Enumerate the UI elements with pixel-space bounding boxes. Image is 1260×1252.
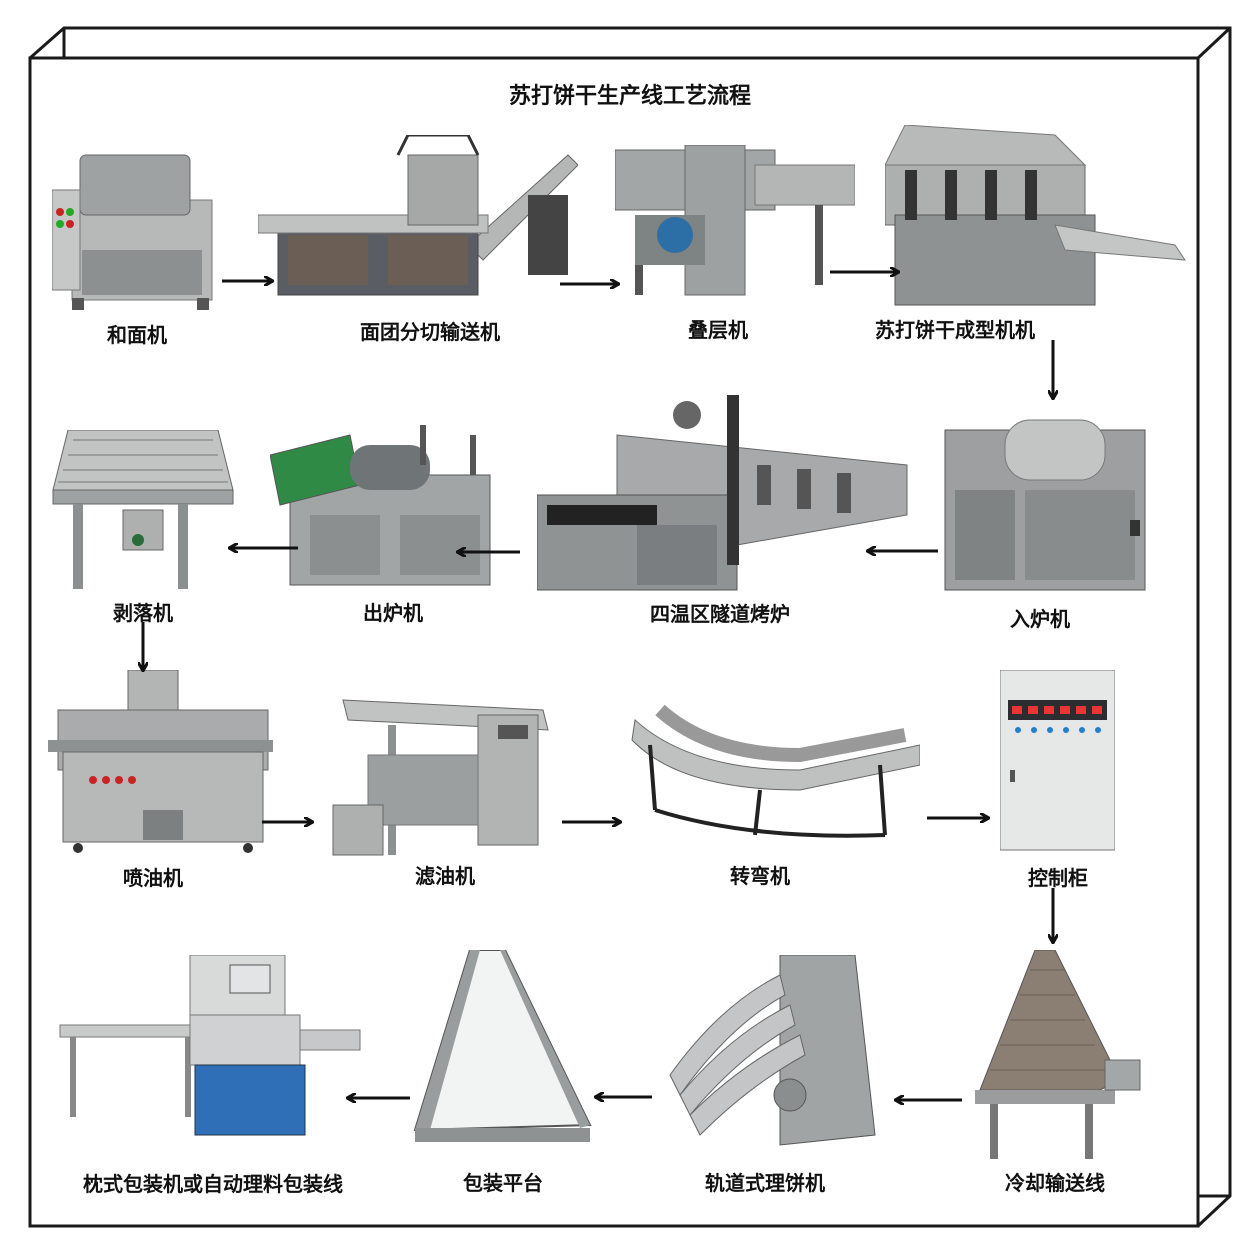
turning-machine-image — [630, 700, 920, 845]
step-label: 剥落机 — [113, 601, 173, 625]
oil-filter-machine-image — [328, 695, 553, 860]
step-label: 和面机 — [107, 323, 167, 347]
step-label: 四温区隧道烤炉 — [650, 602, 790, 626]
step-label: 面团分切输送机 — [360, 320, 500, 344]
control-cabinet-image — [1000, 670, 1115, 855]
dough-cutting-conveyor-image — [258, 135, 578, 310]
laminator-image — [615, 145, 855, 300]
step-label: 叠层机 — [688, 318, 748, 342]
step-label: 滤油机 — [415, 864, 475, 888]
step-label: 包装平台 — [463, 1171, 543, 1195]
step-label: 喷油机 — [123, 866, 183, 890]
step-label: 入炉机 — [1010, 607, 1070, 631]
oven-feeder-image — [935, 410, 1165, 595]
rail-biscuit-sorter-image — [660, 955, 880, 1155]
pillow-packing-machine-image — [55, 955, 365, 1145]
step-label: 轨道式理饼机 — [705, 1171, 825, 1195]
step-label: 苏打饼干成型机机 — [875, 318, 1035, 342]
diagram-title: 苏打饼干生产线工艺流程 — [508, 84, 751, 109]
soda-cracker-forming-machine-image — [885, 125, 1190, 315]
oil-spraying-machine-image — [48, 670, 273, 855]
step-label: 冷却输送线 — [1005, 1171, 1105, 1195]
step-label: 出炉机 — [363, 601, 423, 625]
dough-mixer-image — [52, 150, 222, 315]
step-label: 控制柜 — [1028, 866, 1088, 890]
step-label: 转弯机 — [730, 864, 790, 888]
oven-discharge-machine-image — [270, 425, 500, 595]
step-label: 枕式包装机或自动理料包装线 — [83, 1172, 343, 1196]
tunnel-oven-image — [537, 395, 912, 595]
stripping-machine-image — [48, 430, 238, 590]
packing-platform-image — [410, 950, 595, 1150]
cooling-conveyor-image — [970, 950, 1145, 1160]
